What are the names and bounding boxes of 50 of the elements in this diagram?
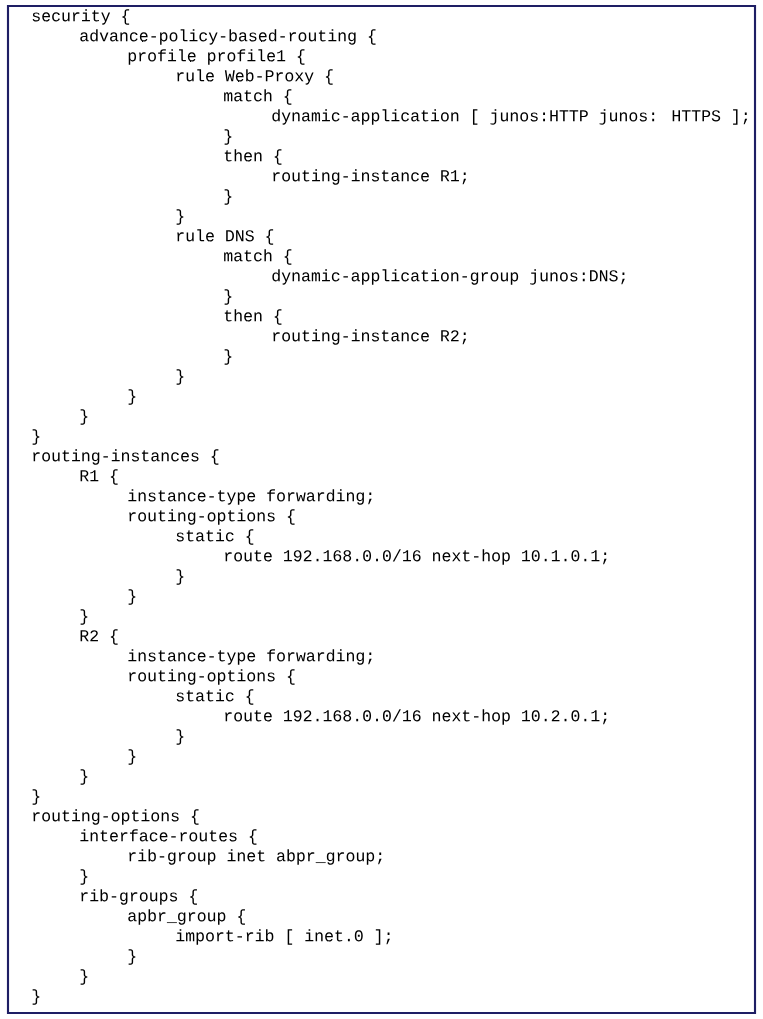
code-line: match {	[224, 249, 292, 265]
code-line: }	[128, 589, 136, 605]
code-line: }	[32, 429, 40, 445]
code-line: }	[128, 749, 136, 765]
code-line: }	[32, 989, 40, 1005]
code-line: }	[128, 389, 136, 405]
code-line: interface-routes {	[80, 829, 257, 845]
code-line: routing-options {	[33, 809, 199, 825]
code-line: rib-group inet abpr_group;	[129, 849, 382, 865]
code-line: routing-options {	[129, 669, 295, 685]
code-line: }	[80, 969, 88, 985]
code-line: }	[32, 789, 40, 805]
code-line: match {	[224, 89, 292, 105]
code-line: }	[80, 409, 88, 425]
code-line: profile profile1 {	[128, 49, 305, 65]
code-line: route 192.168.0.0/16 next-hop 10.2.0.1;	[225, 709, 607, 725]
code-line: advance-policy-based-routing {	[80, 29, 376, 45]
code-line: routing-instances {	[33, 449, 219, 465]
code-line: R1 {	[80, 469, 118, 485]
code-line: }	[176, 569, 184, 585]
code-line: instance-type forwarding;	[128, 649, 372, 665]
code-line: apbr_group {	[128, 909, 245, 925]
code-line: }	[80, 769, 88, 785]
code-line: dynamic-application-group junos:DNS;	[272, 269, 625, 285]
code-line: rule Web-Proxy {	[177, 69, 333, 85]
code-line: }	[176, 369, 184, 385]
code-line: }	[224, 289, 232, 305]
code-line: routing-instance R2;	[273, 329, 467, 345]
code-line: then {	[224, 309, 282, 325]
code-line: routing-options {	[129, 509, 295, 525]
code-line: dynamic-application [ junos:HTTP junos: HTTPS ];	[272, 109, 748, 125]
code-line: }	[224, 129, 232, 145]
code-line: instance-type forwarding;	[128, 489, 372, 505]
code-line: }	[224, 349, 232, 365]
code-line: }	[224, 189, 232, 205]
code-line: rib-groups {	[81, 889, 197, 905]
code-line: route 192.168.0.0/16 next-hop 10.1.0.1;	[225, 549, 607, 565]
code-line: rule DNS {	[177, 229, 274, 245]
code-line: }	[80, 869, 88, 885]
code-line: security {	[32, 9, 130, 25]
code-line: import-rib [ inet.0 ];	[176, 929, 390, 945]
code-line: }	[80, 609, 88, 625]
code-line: }	[128, 949, 136, 965]
code-line: }	[176, 209, 184, 225]
code-line: routing-instance R1;	[273, 169, 467, 185]
code-line: static {	[176, 529, 254, 545]
code-line: then {	[224, 149, 282, 165]
code-line: }	[176, 729, 184, 745]
code-line: R2 {	[80, 629, 118, 645]
code-line: static {	[176, 689, 254, 705]
